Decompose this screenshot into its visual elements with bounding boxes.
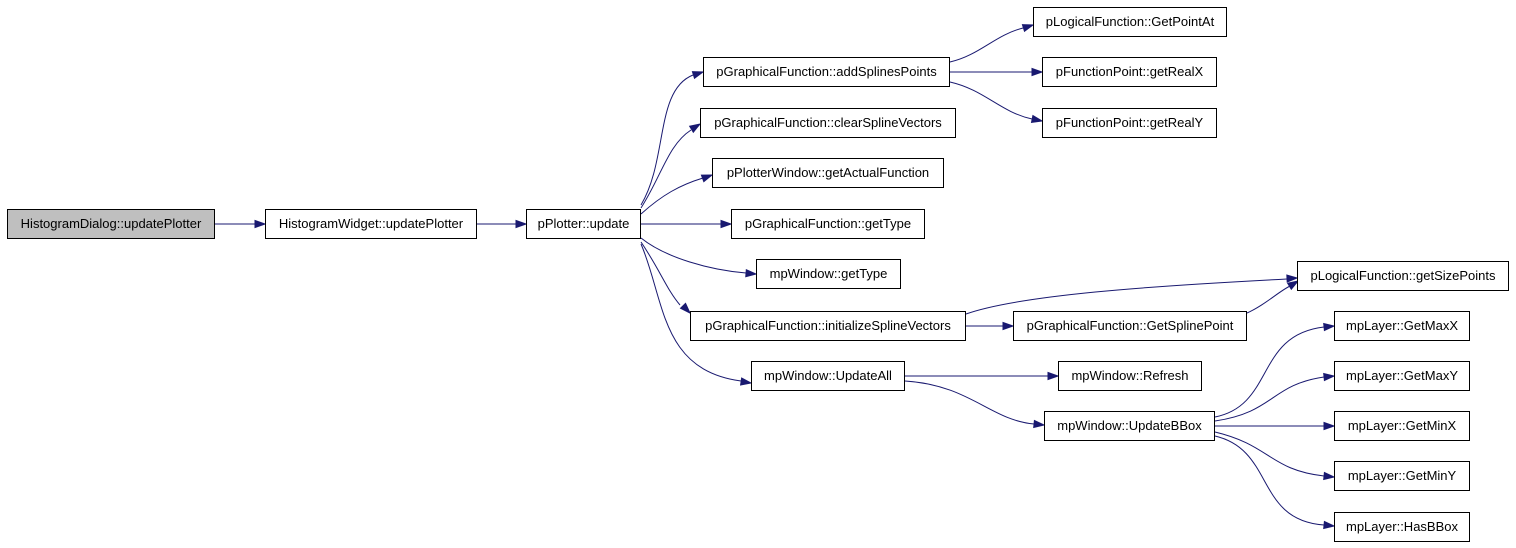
node-mplayer-getminy[interactable]: mpLayer::GetMinY	[1334, 461, 1470, 491]
edge-n8-n13	[965, 278, 1288, 315]
node-mplayer-getmaxx[interactable]: mpLayer::GetMaxX	[1334, 311, 1470, 341]
node-histogramwidget-updateplotter[interactable]: HistogramWidget::updatePlotter	[265, 209, 477, 239]
arrowhead-n8-n13	[1286, 274, 1299, 283]
edge-n2-n4	[640, 129, 692, 209]
edge-n2-n8	[640, 241, 681, 306]
arrowhead-n1-n2	[515, 219, 528, 229]
node-mpwindow-refresh[interactable]: mpWindow::Refresh	[1058, 361, 1202, 391]
arrowhead-n16-n19	[1323, 421, 1336, 431]
arrowhead-n14-n13	[1286, 280, 1300, 291]
arrowhead-n8-n14	[1002, 321, 1015, 331]
node-mpwindow-updateall[interactable]: mpWindow::UpdateAll	[751, 361, 905, 391]
edge-n2-n5	[640, 177, 704, 215]
node-mplayer-getminx[interactable]: mpLayer::GetMinX	[1334, 411, 1470, 441]
node-pgraphicalfunction-initializesplinevectors[interactable]: pGraphicalFunction::initializeSplineVect…	[690, 311, 966, 341]
node-pgraphicalfunction-clearsplinevectors[interactable]: pGraphicalFunction::clearSplineVectors	[700, 108, 956, 138]
arrowhead-n2-n9	[739, 377, 753, 386]
arrowhead-n2-n7	[745, 268, 758, 278]
edge-n16-n21	[1214, 435, 1325, 526]
arrowhead-n16-n21	[1323, 520, 1336, 530]
edge-n3-n12	[949, 81, 1033, 120]
node-pfunctionpoint-getrealy[interactable]: pFunctionPoint::getRealY	[1042, 108, 1217, 138]
node-pgraphicalfunction-getsplinepoint[interactable]: pGraphicalFunction::GetSplinePoint	[1013, 311, 1247, 341]
edge-n16-n18	[1214, 376, 1325, 422]
node-histogramdialog-updateplotter[interactable]: HistogramDialog::updatePlotter	[7, 209, 215, 239]
node-pplotter-update[interactable]: pPlotter::update	[526, 209, 641, 239]
arrowhead-n16-n18	[1323, 372, 1336, 382]
node-plogicalfunction-getsizepoints[interactable]: pLogicalFunction::getSizePoints	[1297, 261, 1509, 291]
node-mpwindow-gettype[interactable]: mpWindow::getType	[756, 259, 901, 289]
arrowhead-n9-n16	[1033, 419, 1046, 429]
edge-n2-n7	[640, 237, 747, 274]
arrowhead-n3-n12	[1030, 114, 1044, 124]
arrowhead-n2-n6	[720, 219, 733, 229]
node-pfunctionpoint-getrealx[interactable]: pFunctionPoint::getRealX	[1042, 57, 1217, 87]
arrowhead-n2-n8	[679, 302, 692, 315]
node-pgraphicalfunction-addsplinespoints[interactable]: pGraphicalFunction::addSplinesPoints	[703, 57, 950, 87]
arrowhead-n9-n15	[1047, 371, 1060, 381]
arrowhead-n2-n5	[700, 174, 714, 183]
node-mpwindow-updatebbox[interactable]: mpWindow::UpdateBBox	[1044, 411, 1215, 441]
edge-n16-n17	[1214, 326, 1325, 418]
node-pgraphicalfunction-gettype[interactable]: pGraphicalFunction::getType	[731, 209, 925, 239]
arrowhead-n3-n11	[1031, 67, 1044, 77]
edge-n14-n13	[1246, 285, 1291, 314]
arrowhead-n16-n17	[1323, 322, 1336, 332]
arrowhead-n3-n10	[1021, 24, 1035, 33]
arrowhead-n2-n3	[691, 71, 705, 80]
edge-n2-n3	[640, 74, 694, 206]
edge-n3-n10	[949, 27, 1024, 63]
node-pplotterwindow-getactualfunction[interactable]: pPlotterWindow::getActualFunction	[712, 158, 944, 188]
edge-n2-n9	[640, 243, 742, 382]
edge-n16-n20	[1214, 431, 1325, 477]
edge-n9-n16	[904, 380, 1035, 425]
arrowhead-n0-n1	[254, 219, 267, 229]
node-mplayer-hasbbox[interactable]: mpLayer::HasBBox	[1334, 512, 1470, 542]
arrowhead-n2-n4	[688, 123, 702, 134]
node-plogicalfunction-getpointat[interactable]: pLogicalFunction::GetPointAt	[1033, 7, 1227, 37]
arrowhead-n16-n20	[1323, 471, 1336, 481]
node-mplayer-getmaxy[interactable]: mpLayer::GetMaxY	[1334, 361, 1470, 391]
